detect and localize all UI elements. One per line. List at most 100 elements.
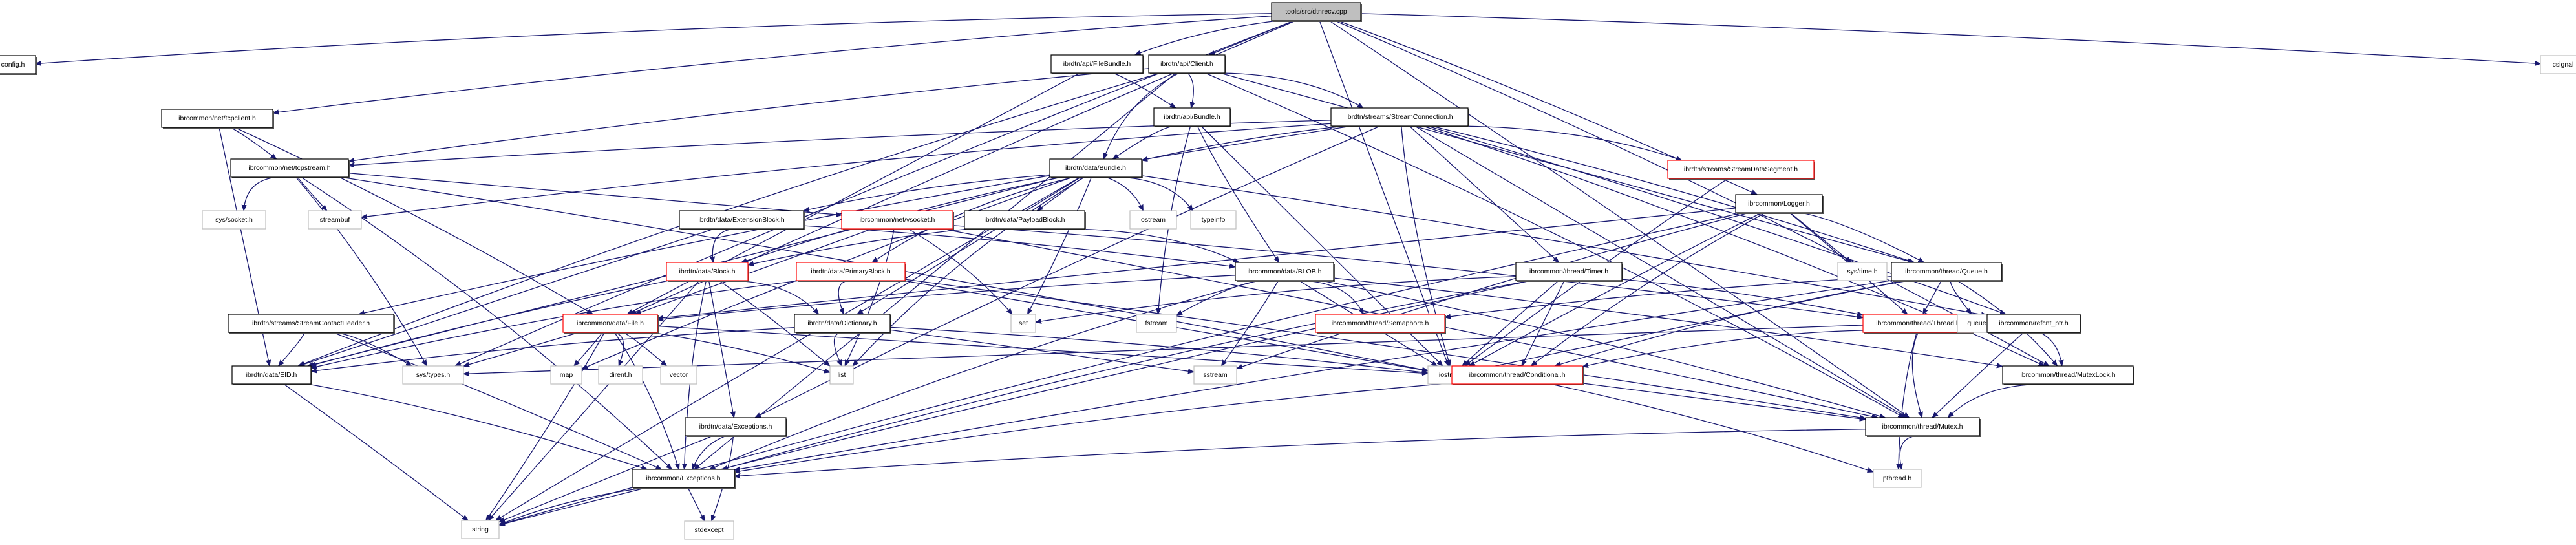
edge-streamconn-to-mutex bbox=[1414, 125, 1908, 418]
node-map: map bbox=[550, 365, 582, 385]
edge-root-to-mutex bbox=[1329, 20, 1909, 418]
edge-queue-to-exceptions bbox=[734, 280, 1892, 470]
node-box bbox=[1129, 210, 1177, 230]
node-box bbox=[684, 520, 734, 540]
edge-thread-to-pthread bbox=[1899, 332, 1917, 469]
node-conditional[interactable]: ibrcommon/thread/Conditional.h bbox=[1451, 365, 1584, 385]
node-streamconn[interactable]: ibrdtn/streams/StreamConnection.h bbox=[1330, 107, 1469, 127]
edge-conditional-to-exceptions bbox=[734, 382, 1453, 473]
node-logger[interactable]: ibrcommon/Logger.h bbox=[1735, 194, 1824, 214]
edge-filebundle-to-apibundle bbox=[1112, 72, 1176, 108]
node-box bbox=[794, 314, 891, 333]
edge-vsocket-to-file bbox=[635, 228, 873, 314]
node-label: ibrdtn/data/EID.h bbox=[246, 371, 297, 379]
edge-layer bbox=[36, 13, 2540, 525]
edge-streamconn-to-queue bbox=[1431, 125, 1915, 262]
node-thread[interactable]: ibrcommon/thread/Thread.h bbox=[1862, 314, 1974, 334]
edge-root-to-config bbox=[36, 13, 1272, 64]
node-box bbox=[550, 365, 582, 385]
node-box bbox=[1136, 314, 1177, 333]
node-label: pthread.h bbox=[1883, 475, 1912, 482]
node-mutexlock[interactable]: ibrcommon/thread/MutexLock.h bbox=[2002, 365, 2134, 385]
edge-block-to-dataexceptions bbox=[708, 280, 734, 418]
edge-tcpclient-to-file bbox=[234, 127, 593, 314]
node-vector: vector bbox=[660, 365, 697, 385]
node-box bbox=[2540, 55, 2576, 74]
node-root[interactable]: tools/src/dtnrecv.cpp bbox=[1271, 2, 1362, 22]
node-label: ibrdtn/api/Client.h bbox=[1160, 60, 1213, 68]
node-label: ibrcommon/data/File.h bbox=[577, 319, 644, 327]
node-label: sys/time.h bbox=[1847, 268, 1877, 275]
edge-logger-to-sstream bbox=[1237, 212, 1750, 369]
edge-queue-to-thread bbox=[1923, 280, 1942, 314]
node-client[interactable]: ibrdtn/api/Client.h bbox=[1148, 54, 1226, 74]
node-box bbox=[1873, 469, 1922, 488]
edge-queue-to-iostream bbox=[1476, 280, 1904, 370]
edge-streamconn-to-streamdataseg bbox=[1458, 125, 1681, 160]
edge-dataexceptions-to-string bbox=[499, 435, 714, 522]
edge-file-to-exceptions bbox=[614, 332, 679, 469]
edge-tcpclient-to-tcpstream bbox=[230, 127, 276, 159]
node-box bbox=[1148, 54, 1226, 74]
node-streamdataseg[interactable]: ibrdtn/streams/StreamDataSegment.h bbox=[1667, 160, 1815, 180]
edge-refcnt-to-mutexlock bbox=[2039, 332, 2061, 366]
edge-client-to-mutex bbox=[1205, 72, 1904, 418]
node-box bbox=[598, 365, 643, 385]
node-timer[interactable]: ibrcommon/thread/Timer.h bbox=[1515, 262, 1623, 282]
node-vsocket[interactable]: ibrcommon/net/vsocket.h bbox=[841, 210, 954, 230]
edge-refcnt-to-mutex bbox=[1932, 332, 2025, 418]
node-fstream: fstream bbox=[1136, 314, 1177, 333]
node-refcnt[interactable]: ibrcommon/refcnt_ptr.h bbox=[1986, 314, 2081, 334]
node-apibundle[interactable]: ibrdtn/api/Bundle.h bbox=[1153, 107, 1231, 127]
node-filebundle[interactable]: ibrdtn/api/FileBundle.h bbox=[1050, 54, 1144, 74]
node-label: ibrcommon/thread/Queue.h bbox=[1905, 268, 1988, 275]
node-extblock[interactable]: ibrdtn/data/ExtensionBlock.h bbox=[679, 210, 805, 230]
node-tcpstream[interactable]: ibrcommon/net/tcpstream.h bbox=[230, 158, 350, 178]
node-box bbox=[660, 365, 697, 385]
node-dictionary[interactable]: ibrdtn/data/Dictionary.h bbox=[794, 314, 891, 334]
node-file[interactable]: ibrcommon/data/File.h bbox=[562, 314, 659, 334]
node-queue[interactable]: ibrcommon/thread/Queue.h bbox=[1891, 262, 2003, 282]
node-stdexcept: stdexcept bbox=[684, 520, 734, 540]
edge-timer-to-iostream bbox=[1462, 280, 1559, 366]
node-databundle[interactable]: ibrdtn/data/Bundle.h bbox=[1049, 158, 1143, 178]
node-payloadblock[interactable]: ibrdtn/data/PayloadBlock.h bbox=[964, 210, 1086, 230]
node-mutex[interactable]: ibrcommon/thread/Mutex.h bbox=[1865, 417, 1981, 437]
node-box bbox=[841, 210, 953, 230]
edge-blob-to-file bbox=[657, 275, 1236, 320]
node-config[interactable]: config.h bbox=[0, 55, 37, 75]
node-dataexceptions[interactable]: ibrdtn/data/Exceptions.h bbox=[685, 417, 787, 437]
node-label: ibrcommon/refcnt_ptr.h bbox=[1999, 319, 2069, 327]
edge-streamconn-to-databundle bbox=[1142, 125, 1346, 160]
node-box bbox=[679, 210, 804, 230]
node-box bbox=[1515, 262, 1623, 281]
edge-file-to-iostream bbox=[657, 325, 1428, 373]
edge-tcpstream-to-syssocket bbox=[244, 176, 280, 211]
node-label: config.h bbox=[1, 61, 25, 69]
node-block[interactable]: ibrdtn/data/Block.h bbox=[666, 262, 749, 282]
node-eid[interactable]: ibrdtn/data/EID.h bbox=[231, 365, 312, 385]
edge-vsocket-to-list bbox=[844, 228, 895, 366]
node-label: ibrdtn/data/Dictionary.h bbox=[807, 319, 877, 327]
node-label: list bbox=[838, 371, 846, 379]
edge-payloadblock-to-blob bbox=[1070, 228, 1239, 263]
edge-tcpclient-to-eid bbox=[218, 127, 270, 366]
node-exceptions[interactable]: ibrcommon/Exceptions.h bbox=[632, 469, 736, 489]
node-box bbox=[1271, 2, 1361, 21]
node-streamcontact[interactable]: ibrdtn/streams/StreamContactHeader.h bbox=[228, 314, 395, 334]
node-tcpclient[interactable]: ibrcommon/net/tcpclient.h bbox=[161, 109, 274, 129]
node-semaphore[interactable]: ibrcommon/thread/Semaphore.h bbox=[1315, 314, 1446, 334]
edge-streamconn-to-timer bbox=[1409, 125, 1559, 262]
node-box bbox=[1986, 314, 2081, 333]
edge-block-to-list bbox=[718, 280, 830, 366]
node-label: ibrdtn/api/Bundle.h bbox=[1164, 113, 1220, 121]
edge-root-to-csignal bbox=[1360, 13, 2540, 64]
node-blob[interactable]: ibrcommon/data/BLOB.h bbox=[1235, 262, 1335, 282]
edge-tcpstream-to-vsocket bbox=[348, 173, 842, 215]
edge-block-to-string bbox=[488, 280, 700, 520]
node-primaryblock[interactable]: ibrdtn/data/PrimaryBlock.h bbox=[796, 262, 906, 282]
node-systypes: sys/types.h bbox=[402, 365, 464, 385]
node-box bbox=[231, 365, 312, 385]
node-label: ostream bbox=[1141, 216, 1166, 224]
edge-databundle-to-list bbox=[853, 176, 1085, 366]
